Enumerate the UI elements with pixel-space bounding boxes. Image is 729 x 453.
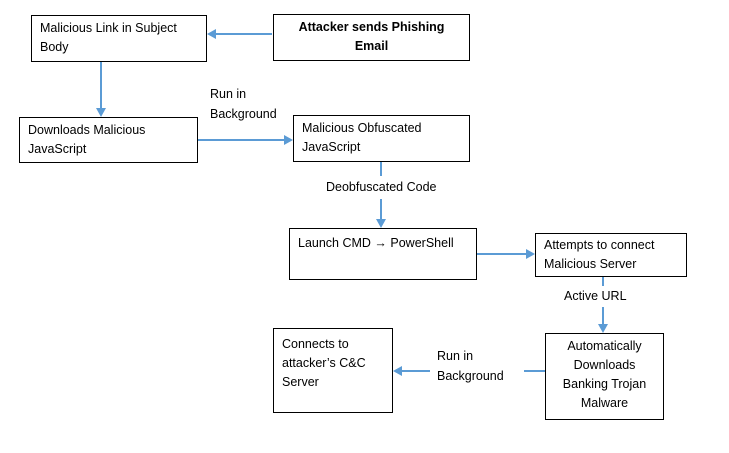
node-auto-downloads-banking-trojan: Automatically Downloads Banking Trojan M… xyxy=(545,333,664,420)
arrow-cmd-to-connect-line xyxy=(477,253,526,255)
arrow-link-to-downloads-line xyxy=(100,62,102,108)
arrow-downloads-to-obfuscated-line xyxy=(198,139,284,141)
edge-label-run-in-background-top: Run in Background xyxy=(210,84,277,124)
arrow-obfuscated-to-cmd-line-lower xyxy=(380,199,382,219)
arrow-email-to-link-line xyxy=(216,33,272,35)
edge-label-run-in-background-bottom: Run in Background xyxy=(437,346,504,386)
arrow-obfuscated-to-cmd-line-upper xyxy=(380,162,382,176)
node-malicious-link: Malicious Link in Subject Body xyxy=(31,15,207,62)
node-downloads-malicious-javascript: Downloads Malicious JavaScript xyxy=(19,117,198,163)
arrow-email-to-link-head xyxy=(207,29,216,39)
arrow-download-to-cc-line-left xyxy=(402,370,430,372)
arrow-cmd-to-connect-head xyxy=(526,249,535,259)
edge-label-active-url: Active URL xyxy=(564,286,627,306)
arrow-download-to-cc-line-right xyxy=(524,370,545,372)
node-connects-cc-server: Connects to attacker’s C&C Server xyxy=(273,328,393,413)
arrow-connect-to-download-line-upper xyxy=(602,277,604,286)
node-launch-cmd-powershell: Launch CMD → PowerShell xyxy=(289,228,477,280)
arrow-connect-to-download-line-lower xyxy=(602,307,604,324)
arrow-download-to-cc-head xyxy=(393,366,402,376)
node-malicious-obfuscated-javascript: Malicious Obfuscated JavaScript xyxy=(293,115,470,162)
arrow-obfuscated-to-cmd-head xyxy=(376,219,386,228)
arrow-link-to-downloads-head xyxy=(96,108,106,117)
node-attacker-sends-phishing-email: Attacker sends Phishing Email xyxy=(273,14,470,61)
edge-label-deobfuscated-code: Deobfuscated Code xyxy=(326,177,437,197)
arrow-connect-to-download-head xyxy=(598,324,608,333)
arrow-downloads-to-obfuscated-head xyxy=(284,135,293,145)
node-attempts-connect-malicious-server: Attempts to connect Malicious Server xyxy=(535,233,687,277)
